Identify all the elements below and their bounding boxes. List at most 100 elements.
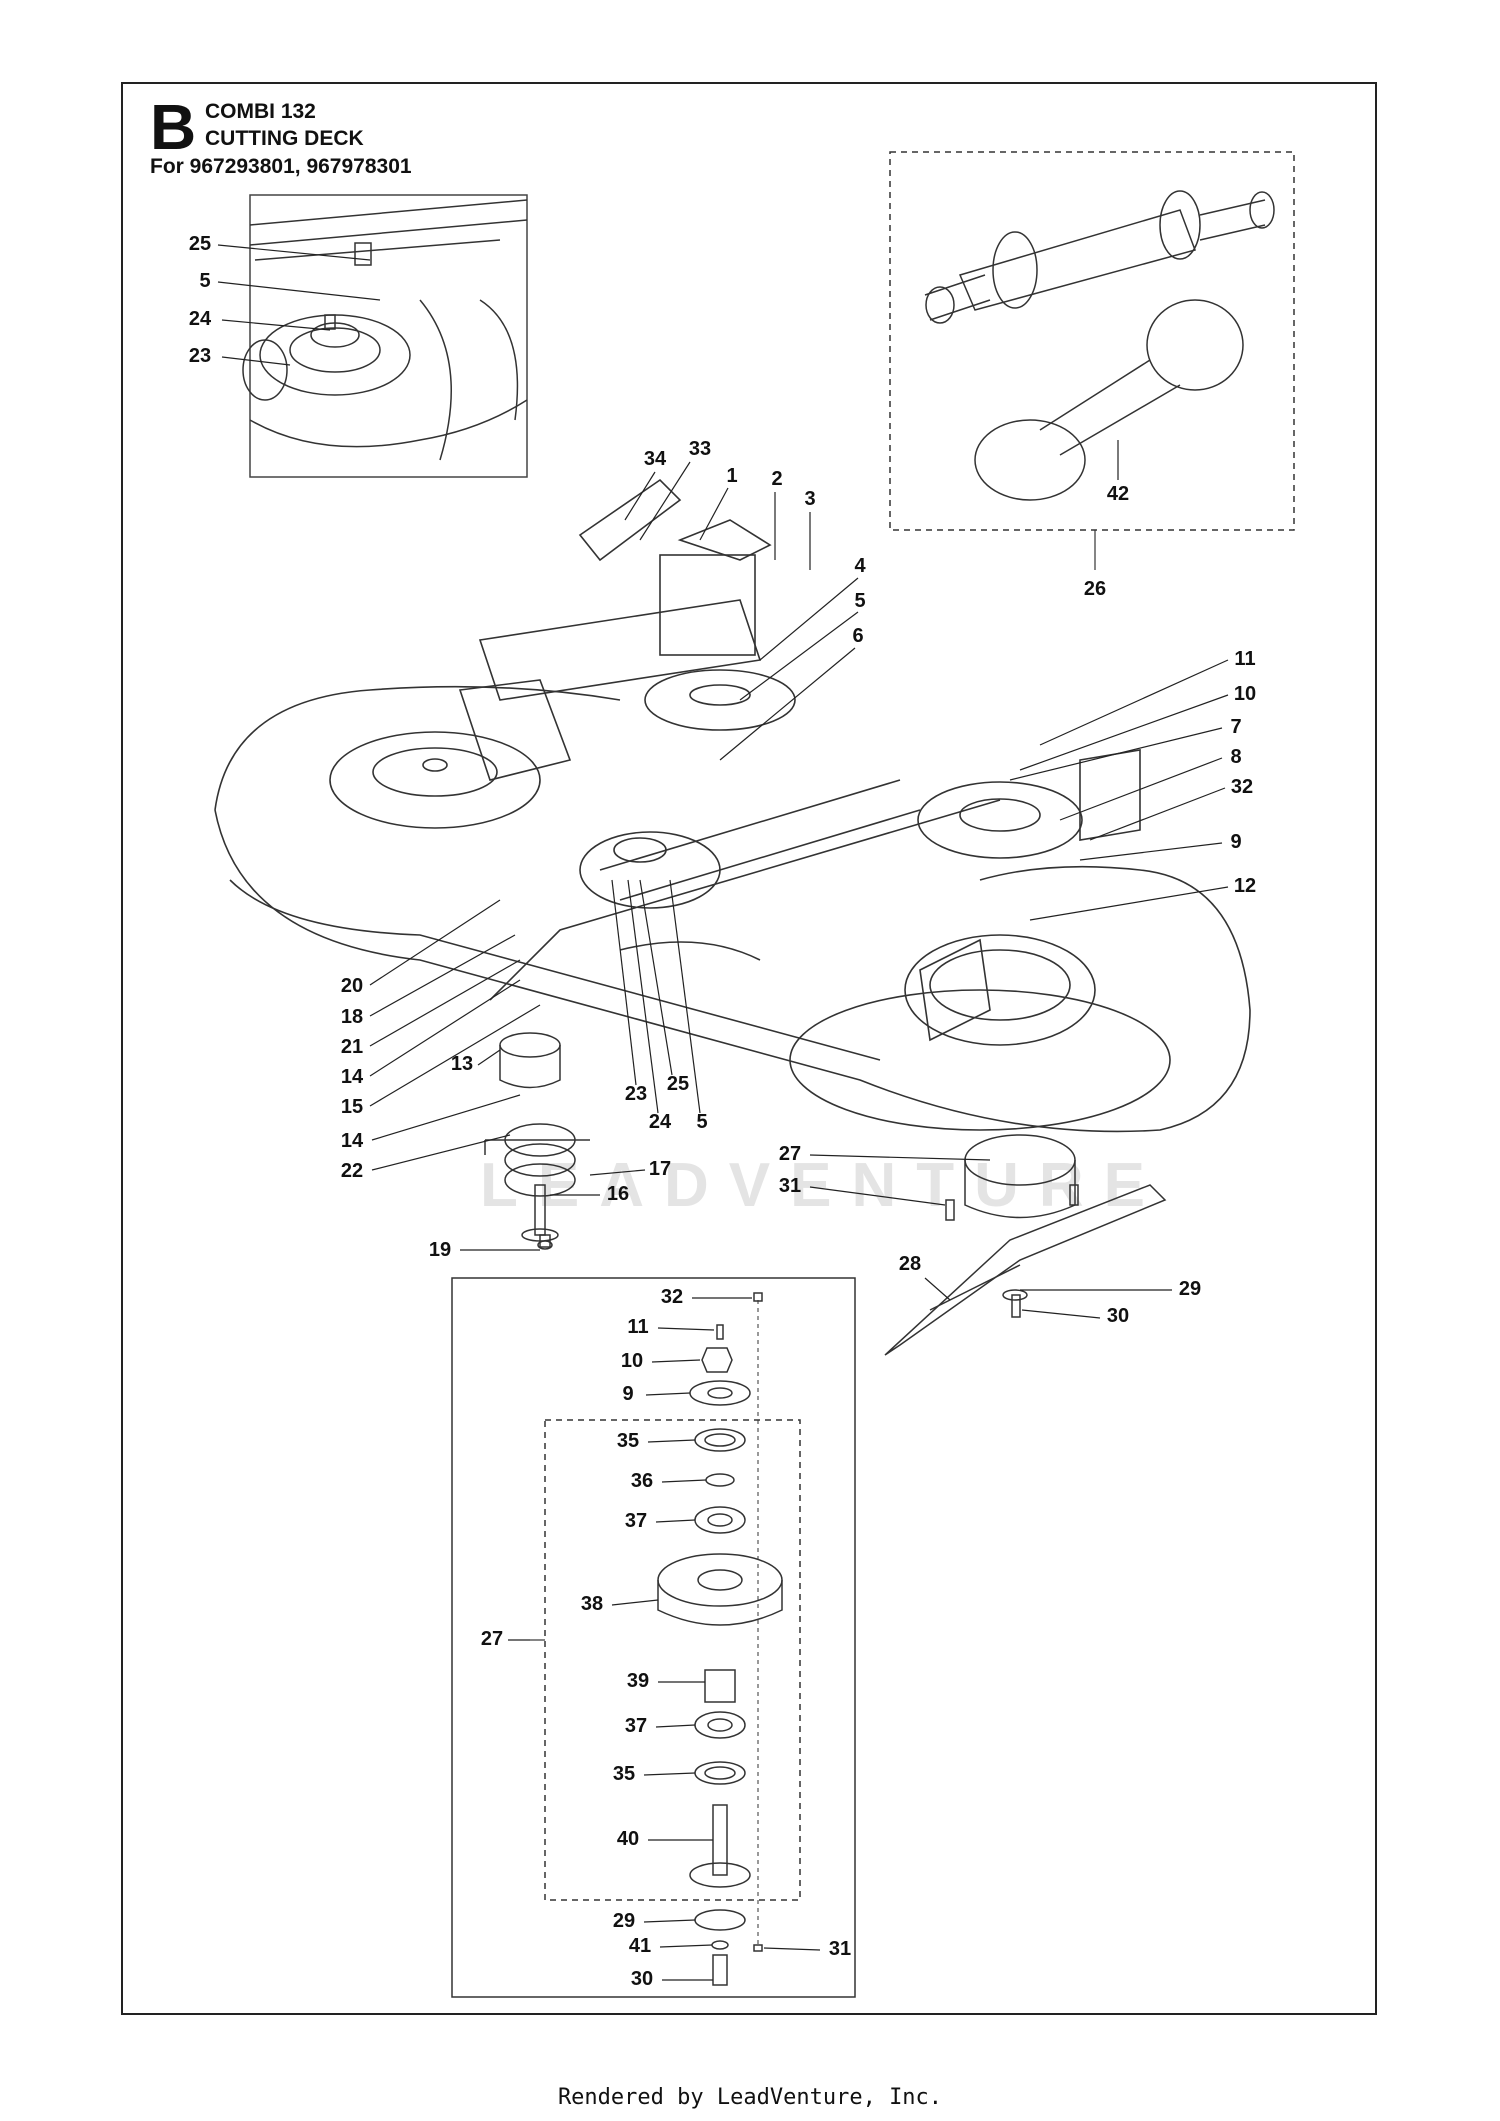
footer-credit: Rendered by LeadVenture, Inc. [557, 2085, 943, 2110]
callout-number: 2 [771, 468, 782, 490]
callout-number: 30 [1107, 1305, 1129, 1327]
callout-number: 10 [1234, 683, 1256, 705]
callout-leader-line [221, 356, 291, 366]
callout-leader-line [647, 1439, 696, 1443]
callout-number: 13 [451, 1053, 473, 1075]
callout-10: 10 [621, 1350, 701, 1372]
callout-leader-line [657, 1327, 715, 1331]
callout-number: 35 [617, 1430, 639, 1452]
callout-number: 25 [667, 1073, 689, 1095]
callout-number: 32 [1231, 776, 1253, 798]
callout-number: 42 [1107, 483, 1129, 505]
callout-36: 36 [631, 1470, 707, 1492]
callout-number: 11 [1234, 648, 1255, 670]
callout-leader-line [763, 1947, 821, 1951]
callout-14: 14 [341, 1094, 521, 1152]
callout-leader-line [659, 1944, 713, 1948]
callout-39: 39 [627, 1670, 705, 1692]
callout-11: 11 [627, 1316, 715, 1338]
callout-38: 38 [581, 1593, 659, 1615]
callout-24: 24 [189, 308, 331, 331]
callout-leader-line [369, 979, 521, 1077]
callout-number: 5 [854, 590, 865, 612]
spindle-exploded-view [451, 1277, 856, 1998]
callout-23: 23 [189, 345, 291, 367]
callout-leader-line [217, 244, 371, 261]
callout-11: 11 [1039, 648, 1256, 746]
callout-37: 37 [625, 1510, 696, 1532]
section-letter: B [150, 91, 197, 163]
callout-number: 38 [581, 1593, 603, 1615]
callout-17: 17 [589, 1158, 671, 1180]
callout-leader-line [627, 879, 659, 1114]
callout-number: 27 [481, 1628, 503, 1650]
callout-27: 27 [779, 1143, 991, 1165]
pto-driveshaft-detail [889, 151, 1295, 570]
callout-leader-line [924, 1277, 951, 1301]
callout-leader-line [1039, 659, 1229, 746]
callout-1: 1 [699, 465, 738, 541]
callout-25: 25 [639, 879, 689, 1095]
callout-number: 34 [644, 448, 667, 470]
callout-number: 28 [899, 1253, 921, 1275]
callout-5: 5 [739, 590, 866, 701]
callout-number: 10 [621, 1350, 643, 1372]
callout-leader-line [655, 1724, 696, 1728]
callout-3: 3 [804, 488, 816, 570]
callout-13: 13 [451, 1049, 501, 1075]
callout-leader-line [369, 934, 516, 1017]
callout-number: 36 [631, 1470, 653, 1492]
callout-number: 22 [341, 1160, 363, 1182]
callout-number: 35 [613, 1763, 635, 1785]
callout-leader-line [1019, 694, 1229, 771]
callout-34: 34 [624, 448, 667, 521]
callout-leader-line [699, 487, 729, 541]
callout-number: 15 [341, 1096, 363, 1118]
callout-leader-line [669, 879, 701, 1114]
callout-number: 17 [649, 1158, 671, 1180]
callout-20: 20 [341, 899, 501, 997]
callout-leader-line [1021, 1309, 1101, 1319]
callout-number: 8 [1230, 746, 1241, 768]
callout-leader-line [1029, 886, 1229, 921]
callout-21: 21 [341, 959, 521, 1058]
callout-number: 19 [429, 1239, 451, 1261]
callout-5: 5 [199, 270, 381, 301]
applicable-models: For 967293801, 967978301 [150, 155, 412, 178]
callout-19: 19 [429, 1239, 540, 1261]
callout-27: 27 [481, 1628, 530, 1650]
callout-32: 32 [661, 1286, 752, 1308]
callout-28: 28 [899, 1253, 951, 1301]
callout-number: 6 [852, 625, 863, 647]
callout-number: 24 [649, 1111, 672, 1133]
callout-leader-line [589, 1169, 646, 1176]
inset-pulley-detail [242, 194, 528, 478]
callout-number: 24 [189, 308, 212, 330]
callout-leader-line [651, 1359, 701, 1363]
callout-number: 32 [661, 1286, 683, 1308]
callout-30: 30 [631, 1968, 713, 1990]
callout-leader-line [759, 577, 859, 661]
callout-number: 12 [1234, 875, 1256, 897]
callout-number: 29 [1179, 1278, 1201, 1300]
callout-41: 41 [629, 1935, 713, 1957]
callout-8: 8 [1059, 746, 1242, 821]
callout-leader-line [624, 471, 656, 521]
callout-30: 30 [1021, 1305, 1129, 1327]
callout-22: 22 [341, 1134, 511, 1182]
callout-leader-line [371, 1094, 521, 1141]
callout-number: 41 [629, 1935, 651, 1957]
callout-10: 10 [1019, 683, 1256, 771]
callout-number: 20 [341, 975, 363, 997]
model-name: COMBI 132 [205, 100, 316, 123]
callout-leader-line [643, 1919, 696, 1923]
callout-number: 37 [625, 1510, 647, 1532]
callout-leader-line [1009, 727, 1223, 781]
callout-leader-line [809, 1186, 946, 1206]
callout-29: 29 [1020, 1278, 1201, 1300]
callout-25: 25 [189, 233, 371, 261]
callout-leader-line [1079, 842, 1223, 861]
callout-leader-line [369, 959, 521, 1047]
callout-31: 31 [763, 1938, 851, 1960]
callout-29: 29 [613, 1910, 696, 1932]
